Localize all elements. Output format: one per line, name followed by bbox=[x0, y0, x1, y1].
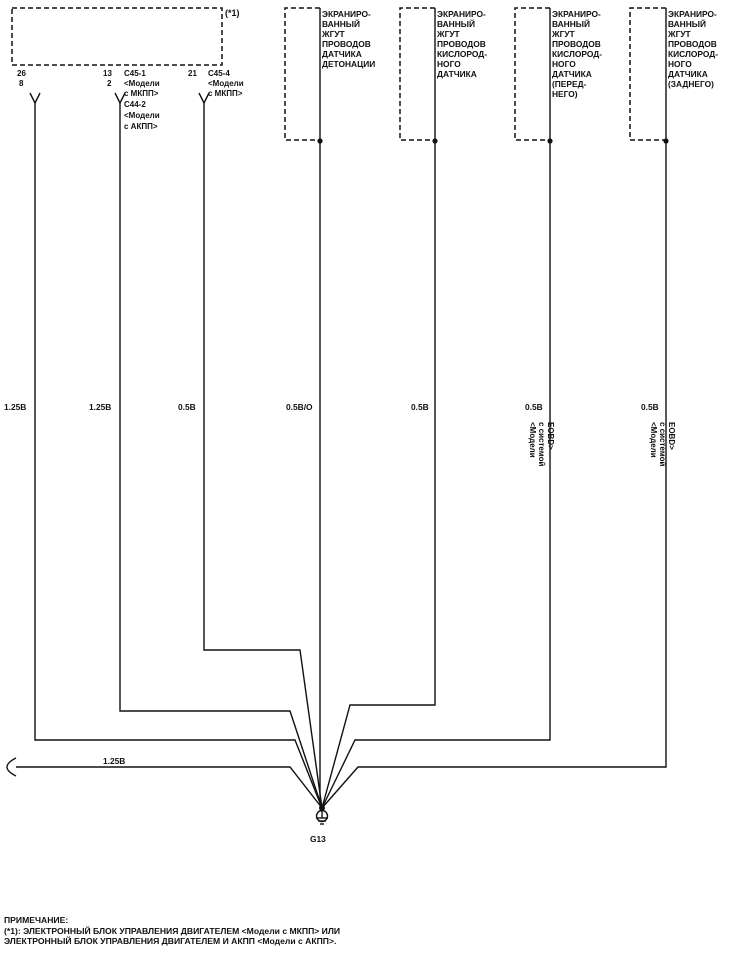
svg-text:<Моделис системойEOBD>: <Моделис системойEOBD> bbox=[528, 422, 555, 466]
wire-pin-26 bbox=[34, 103, 323, 809]
wire-label-5: 0.5B bbox=[411, 402, 429, 412]
wire-pin-13 bbox=[119, 103, 323, 809]
mt-models-label-2: с МКПП> bbox=[124, 89, 159, 98]
mt-models-label-3: <Модели bbox=[208, 79, 244, 88]
pin-13-label: 13 bbox=[103, 69, 112, 78]
mt-models-label-4: с МКПП> bbox=[208, 89, 243, 98]
wire-label-6: 0.5B bbox=[525, 402, 543, 412]
pin-21-connector bbox=[198, 92, 210, 105]
ground-label: G13 bbox=[310, 834, 326, 844]
mt-models-label-1: <Модели bbox=[124, 79, 160, 88]
wire-break-mark bbox=[6, 757, 17, 777]
svg-text:<Моделис системойEOBD>: <Моделис системойEOBD> bbox=[649, 422, 676, 466]
wire-label-4: 0.5B/O bbox=[286, 402, 313, 412]
eobd-note-rear: <Моделис системойEOBD> bbox=[649, 422, 676, 466]
at-models-label-1: <Модели bbox=[124, 111, 160, 120]
pin-2-label: 2 bbox=[107, 79, 112, 88]
wire-label-7: 0.5B bbox=[641, 402, 659, 412]
connector-c45-1-label: C45-1 bbox=[124, 69, 146, 78]
wire-label-1: 1.25B bbox=[4, 402, 26, 412]
eobd-note-front: <Моделис системойEOBD> bbox=[528, 422, 555, 466]
wire-front-oxygen-shield bbox=[321, 141, 551, 809]
ecu-block bbox=[11, 7, 223, 66]
wire-oxygen-shield bbox=[321, 141, 436, 809]
pin-21-label: 21 bbox=[188, 69, 197, 78]
connector-c45-4-label: C45-4 bbox=[208, 69, 230, 78]
pin-26-label: 26 bbox=[17, 69, 26, 78]
pin-26-connector bbox=[29, 92, 41, 105]
wire-pin-21 bbox=[203, 103, 323, 809]
pin-8-label: 8 bbox=[19, 79, 24, 88]
wire-rear-oxygen-shield bbox=[321, 141, 667, 809]
wire-label-3: 0.5B bbox=[178, 402, 196, 412]
wire-label-2: 1.25B bbox=[89, 402, 111, 412]
footnote-line-2: ЭЛЕКТРОННЫЙ БЛОК УПРАВЛЕНИЯ ДВИГАТЕЛЕМ И… bbox=[4, 936, 337, 946]
at-models-label-2: с АКПП> bbox=[124, 122, 158, 131]
wire-label-8: 1.25B bbox=[103, 756, 125, 766]
footnote: ПРИМЕЧАНИЕ: (*1): ЭЛЕКТРОННЫЙ БЛОК УПРАВ… bbox=[4, 915, 340, 947]
footnote-line-1: (*1): ЭЛЕКТРОННЫЙ БЛОК УПРАВЛЕНИЯ ДВИГАТ… bbox=[4, 925, 341, 936]
ecu-ref-label: (*1) bbox=[225, 8, 240, 18]
connector-c44-2-label: C44-2 bbox=[124, 100, 146, 109]
ground-icon bbox=[315, 805, 329, 825]
footnote-title: ПРИМЕЧАНИЕ: bbox=[4, 915, 69, 925]
wire-external bbox=[16, 766, 323, 809]
